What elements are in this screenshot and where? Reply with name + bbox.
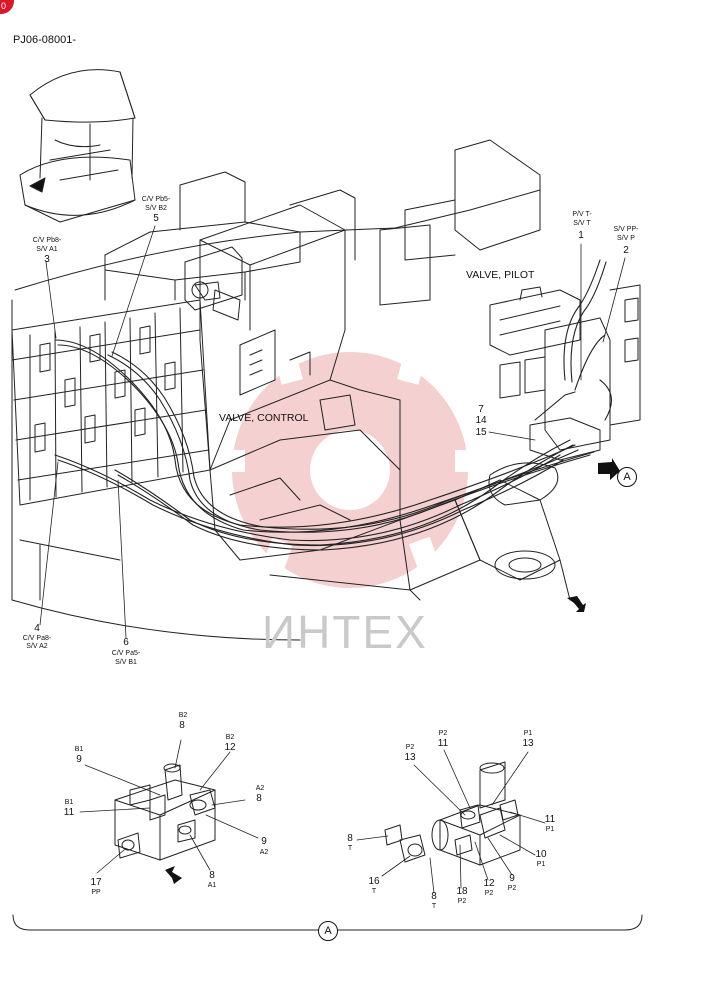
dr-8-t-num: 8 [347,833,353,844]
dr-11-p1-sub: P1 [545,826,555,833]
dr-11-p2-sub: P2 [438,730,448,737]
control-valve-drawing [184,204,401,561]
dr-18-p2-sub: P2 [457,898,467,905]
watermark-text: ИНТЕХ [262,606,428,658]
detail-right-drawing [384,761,521,866]
dr-10-p1-sub: P1 [536,861,546,868]
callout-3-line1: C/V Pb8- [32,237,62,244]
callout-2-line1: S/V PP- [613,226,639,233]
arrow-a-icon [598,458,620,480]
pilot-valve-drawing [269,284,641,601]
callout-5-line1: C/V Pb5- [141,196,171,203]
dl-12-b2-num: 12 [224,742,236,753]
callout-6-line2: S/V B1 [115,659,137,666]
dr-13-p2-sub: P2 [405,744,415,751]
arrow-left-detail-icon [165,866,182,884]
dr-13-p2-num: 13 [404,752,416,763]
leader-lines [39,225,626,639]
dr-18-p2-num: 18 [456,886,468,897]
upper-structure-drawing [11,139,541,641]
label-valve-control: VALVE, CONTROL [219,412,309,424]
dr-11-p2-num: 11 [437,738,449,749]
dl-9-a2-sub: A2 [259,849,269,856]
callout-14-number: 14 [475,415,487,426]
dl-12-b2-sub: B2 [225,734,235,741]
document-code: PJ06-08001- [13,34,76,46]
dl-8-b2-sub: B2 [178,712,188,719]
dl-9-b1-sub: B1 [74,746,84,753]
callout-1-line1: P/V T- [572,211,592,218]
callout-1-number: 1 [578,230,584,241]
hose-lines [54,259,612,551]
callout-6-line1: C/V Pa5- [111,650,141,657]
callout-2-number: 2 [623,245,629,256]
dr-16-t-sub: T [371,888,377,895]
arrow-down-right-icon [567,596,586,612]
dl-9-b1-num: 9 [76,754,82,765]
callout-4-number: 4 [34,623,40,634]
callout-6-number: 6 [123,637,129,648]
callout-3-line2: S/V A1 [36,246,58,253]
dl-9-a2-num: 9 [261,836,267,847]
dl-11-b1-num: 11 [63,807,75,818]
callout-15-number: 15 [475,427,487,438]
valve-bank-drawing [11,299,211,506]
callout-4-line2: S/V A2 [26,643,48,650]
dr-8-t-sub: T [347,845,353,852]
label-valve-pilot: VALVE, PILOT [466,269,535,281]
callout-5-line2: S/V B2 [145,205,167,212]
dr-8-t2-sub: T [431,903,437,910]
dl-17-pp-sub: PP [91,889,101,896]
detail-right-leaders [356,749,546,894]
dr-8-t2-num: 8 [431,891,437,902]
view-a-marker-main: A [617,467,637,487]
dr-12-p2-sub: P2 [484,890,494,897]
dr-11-p1-num: 11 [544,814,556,825]
dl-8-a1-num: 8 [209,870,215,881]
dl-8-a2-sub: A2 [255,785,265,792]
callout-1-line2: S/V T [573,220,591,227]
callout-5-number: 5 [153,213,159,224]
watermark-gear-icon [215,340,485,588]
callout-4-line1: C/V Pa8- [22,635,52,642]
cab-drawing [19,69,136,223]
dr-16-t-num: 16 [368,876,380,887]
dr-9-p2-num: 9 [509,873,515,884]
dr-10-p1-num: 10 [535,849,547,860]
callout-3-number: 3 [44,254,50,265]
callout-7-number: 7 [478,404,484,415]
dl-8-a1-sub: A1 [207,882,217,889]
dr-13-p1-sub: P1 [523,730,533,737]
detail-left-leaders [79,739,259,874]
dl-8-b2-num: 8 [179,720,185,731]
dr-12-p2-num: 12 [483,878,495,889]
dl-8-a2-num: 8 [256,793,262,804]
dr-13-p1-num: 13 [522,738,534,749]
dl-11-b1-sub: B1 [64,799,74,806]
detail-left-drawing [114,763,216,884]
callout-2-line2: S/V P [617,235,635,242]
view-bracket [12,914,643,931]
dr-9-p2-sub: P2 [507,885,517,892]
view-a-marker-bottom: A [318,921,338,941]
dl-17-pp-num: 17 [90,877,102,888]
